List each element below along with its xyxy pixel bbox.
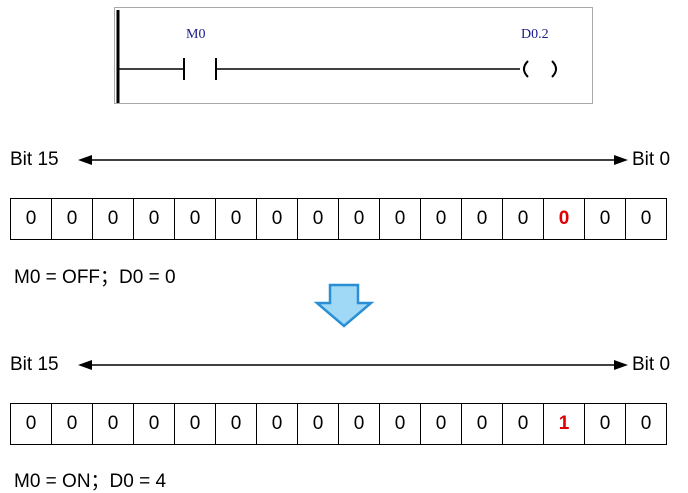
coil-label: D0.2	[521, 27, 549, 42]
bit-header-after: Bit 15 Bit 0	[0, 353, 688, 377]
bit-cell: 0	[625, 403, 667, 445]
coil-left-arc	[523, 60, 529, 78]
bit-cell: 0	[420, 198, 462, 240]
bit-cell: 0	[92, 403, 134, 445]
bit-cell: 0	[215, 403, 257, 445]
down-arrow-icon	[313, 283, 375, 328]
bit-cell: 0	[174, 198, 216, 240]
bit-0-label: Bit 0	[632, 149, 671, 170]
bit-cell: 0	[10, 198, 52, 240]
bit-cell: 0	[133, 403, 175, 445]
bit-cell: 0	[256, 403, 298, 445]
bit-cell: 0	[420, 403, 462, 445]
bit-cell: 0	[461, 403, 503, 445]
bit-cell: 0	[338, 198, 380, 240]
bit-cell: 0	[502, 198, 544, 240]
bit-cell: 0	[256, 198, 298, 240]
bit-15-label: Bit 15	[10, 149, 59, 170]
status-after: M0 = ON；D0 = 4	[14, 471, 167, 492]
bit-range-arrow	[78, 155, 628, 165]
bit-cell: 0	[379, 198, 421, 240]
bit-cell: 0	[502, 403, 544, 445]
ladder-diagram: M0 D0.2	[114, 7, 593, 104]
bit-header-before: Bit 15 Bit 0	[0, 148, 688, 172]
bit-cell: 0	[51, 403, 93, 445]
status-before: M0 = OFF；D0 = 0	[14, 267, 176, 288]
bit-cell: 0	[133, 198, 175, 240]
bit-0-label: Bit 0	[632, 354, 671, 375]
bit-cell: 0	[584, 198, 626, 240]
bit-15-label: Bit 15	[10, 354, 59, 375]
bit-cell: 0	[543, 198, 585, 240]
coil-right-arc	[551, 60, 557, 78]
bit-cell: 0	[379, 403, 421, 445]
bit-cell: 0	[10, 403, 52, 445]
bit-cell: 0	[625, 198, 667, 240]
bit-cell: 0	[174, 403, 216, 445]
bit-cell: 0	[92, 198, 134, 240]
bit-cell: 0	[338, 403, 380, 445]
contact-label: M0	[186, 27, 206, 42]
bit-cell: 0	[297, 198, 339, 240]
bit-cell: 0	[215, 198, 257, 240]
bit-cell: 0	[461, 198, 503, 240]
bit-cell: 0	[584, 403, 626, 445]
bit-range-arrow	[78, 360, 628, 370]
bit-cell: 0	[51, 198, 93, 240]
bit-cell: 0	[297, 403, 339, 445]
bit-cell: 1	[543, 403, 585, 445]
ladder-rung	[116, 10, 557, 103]
